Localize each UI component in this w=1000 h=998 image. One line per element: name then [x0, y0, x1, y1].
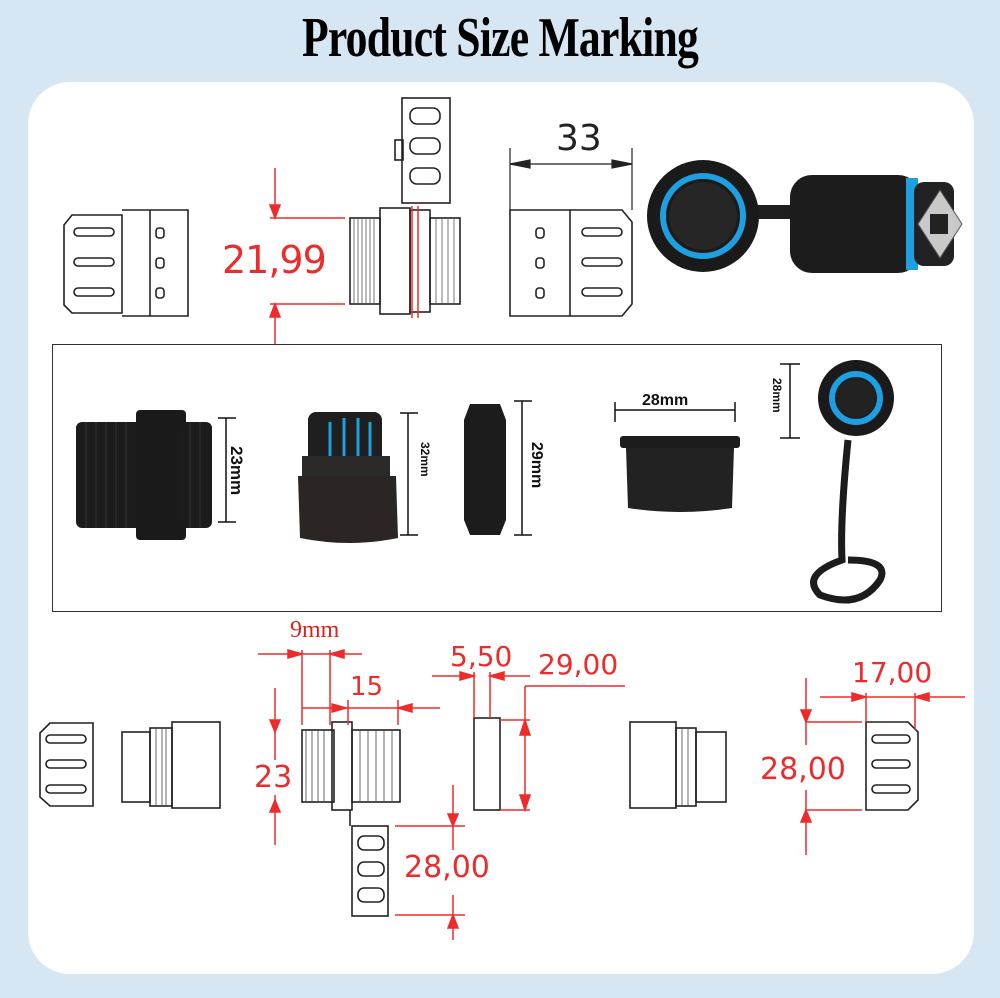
dimension-21-99: 21,99 — [222, 238, 327, 282]
dimension-cap-28: 28,00 — [404, 850, 490, 885]
page-title: Product Size Marking — [301, 7, 699, 69]
dimension-32mm: 32mm — [418, 442, 432, 477]
dimension-5-50: 5,50 — [450, 640, 513, 673]
dimension-23: 23 — [254, 760, 293, 795]
dimension-29mm: 29mm — [528, 442, 545, 489]
dimension-15: 15 — [350, 672, 384, 702]
dimension-28mm-width: 28mm — [642, 392, 689, 409]
dimension-23mm: 23mm — [227, 446, 246, 496]
dimension-end-28-00: 28,00 — [760, 752, 846, 787]
dimension-9mm: 9mm — [290, 617, 340, 643]
dimension-17-00: 17,00 — [852, 656, 933, 689]
dimension-33: 33 — [556, 118, 602, 159]
dimension-29-00: 29,00 — [538, 648, 619, 681]
dimension-28mm-height: 28mm — [770, 378, 784, 413]
